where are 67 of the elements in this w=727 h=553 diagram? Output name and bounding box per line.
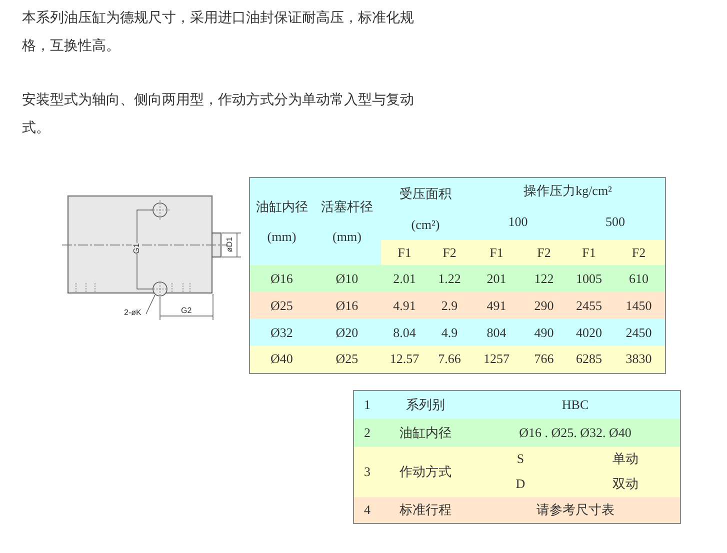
table-cell: 标准行程 [380, 496, 470, 524]
table-cell: 4020 [566, 319, 612, 346]
table-cell: 491 [470, 292, 522, 319]
table-cell: 2.9 [428, 292, 470, 319]
dimension-label: G2 [181, 306, 192, 315]
table-cell: 804 [470, 319, 522, 346]
column-header: 受压面积 (cm²) [380, 178, 470, 240]
table-cell: 490 [522, 319, 566, 346]
table-cell: 双动 [570, 472, 681, 496]
table-cell: 请参考尺寸表 [470, 496, 681, 524]
column-header: F1 [380, 240, 428, 265]
table-cell: 8.04 [380, 319, 428, 346]
column-header: F2 [428, 240, 470, 265]
table-cell: Ø40 [250, 346, 314, 373]
table-cell: 2.01 [380, 265, 428, 292]
table-cell: 1.22 [428, 265, 470, 292]
table-cell: 系列别 [380, 390, 470, 418]
table-cell: 1005 [566, 265, 612, 292]
column-header: 活塞杆径 (mm) [314, 178, 380, 265]
table-cell: Ø16 [250, 265, 314, 292]
table-cell: Ø20 [314, 319, 380, 346]
paragraph: 本系列油压缸为德规尺寸，采用进口油封保证耐高压，标准化规格，互换性高。 [22, 9, 414, 56]
dimension-label: øD1 [225, 236, 234, 252]
table-cell: 12.57 [380, 346, 428, 373]
table-cell: 2455 [566, 292, 612, 319]
table-cell: 3 [354, 446, 380, 496]
column-header: F1 [566, 240, 612, 265]
table-cell: 6285 [566, 346, 612, 373]
table-cell: 1450 [612, 292, 666, 319]
column-header: 500 [566, 204, 666, 240]
table-cell: Ø10 [314, 265, 380, 292]
table-cell: 4.91 [380, 292, 428, 319]
table-cell: Ø25 [314, 346, 380, 373]
table-cell: 4 [354, 496, 380, 524]
table-cell: 油缸内径 [380, 418, 470, 446]
column-header: 油缸内径 (mm) [250, 178, 314, 265]
callout-label: 2-øK [124, 308, 142, 317]
column-header: 100 [470, 204, 566, 240]
table-cell: 7.66 [428, 346, 470, 373]
column-header: 操作压力kg/cm² [470, 178, 666, 204]
mounting-hole [152, 282, 168, 296]
table-cell: D [470, 472, 570, 496]
table-cell: 1257 [470, 346, 522, 373]
table-cell: 作动方式 [380, 446, 470, 496]
table-cell: 1 [354, 390, 380, 418]
table-cell: 2450 [612, 319, 666, 346]
dimension-label: G1 [132, 243, 141, 254]
table-cell: Ø32 [250, 319, 314, 346]
table-cell: HBC [470, 390, 681, 418]
table-cell: Ø16 . Ø25. Ø32. Ø40 [470, 418, 681, 446]
column-header: F1 [470, 240, 522, 265]
table-cell: Ø16 [314, 292, 380, 319]
table-cell: 4.9 [428, 319, 470, 346]
paragraph: 安装型式为轴向、侧向两用型，作动方式分为单动常入型与复动式。 [22, 91, 414, 138]
table-cell: 610 [612, 265, 666, 292]
table-cell: 2 [354, 418, 380, 446]
column-header: F2 [522, 240, 566, 265]
table-cell: Ø25 [250, 292, 314, 319]
table-cell: 单动 [570, 446, 681, 472]
table-cell: 3830 [612, 346, 666, 373]
column-header: F2 [612, 240, 666, 265]
table-cell: S [470, 446, 570, 472]
leader-line [146, 294, 156, 314]
table-cell: 201 [470, 265, 522, 292]
table-cell: 122 [522, 265, 566, 292]
table-cell: 766 [522, 346, 566, 373]
table-cell: 290 [522, 292, 566, 319]
